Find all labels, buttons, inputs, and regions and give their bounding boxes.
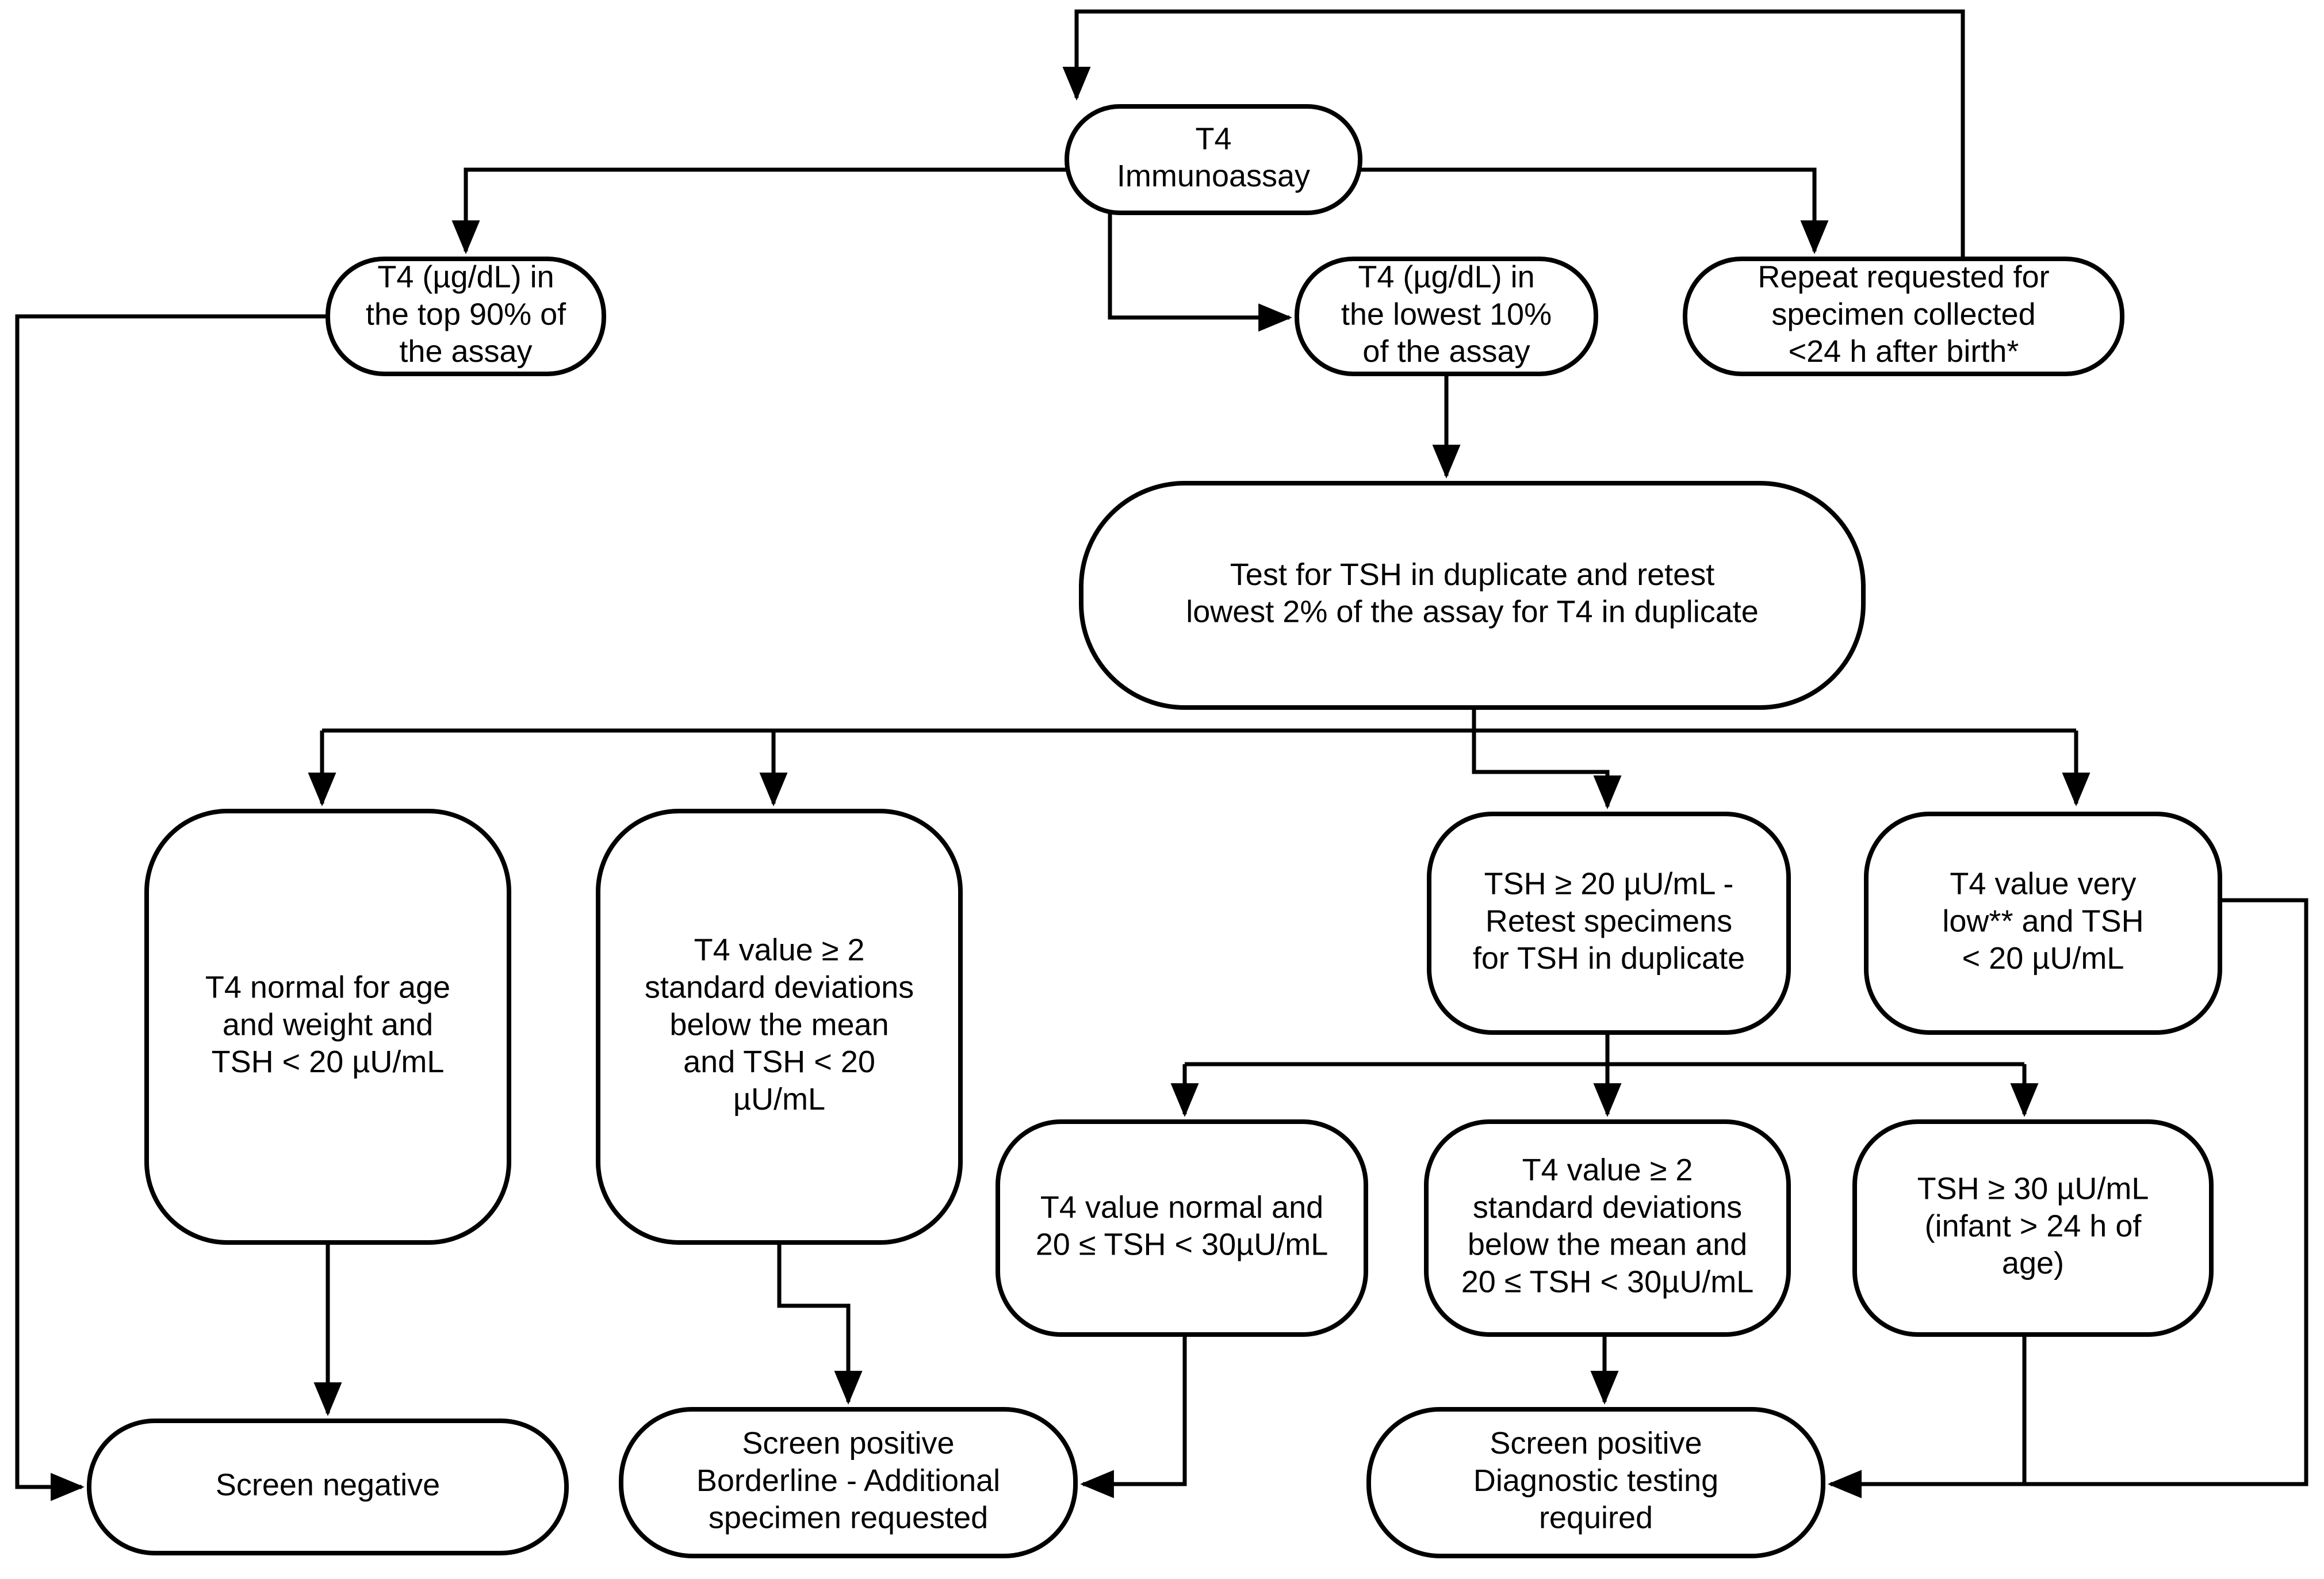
t4-normal-age-weight-node-shape <box>144 809 511 1245</box>
screen-positive-diagnostic-node-shape <box>1366 1407 1825 1558</box>
t4-lowest-10-percent-node-label-line-1: T4 (µg/dL) in <box>1358 259 1534 294</box>
edge-immunoassay-to-top-90 <box>451 167 1067 254</box>
t4-2sd-below-mean-tsh-lt-20-node-label-line-2: standard deviations <box>645 970 914 1004</box>
test-tsh-duplicate-node-shape <box>1079 481 1866 710</box>
edge-repeat-to-immunoassay <box>1062 9 1965 259</box>
t4-top-90-percent-node-label-line-1: T4 (µg/dL) in <box>377 259 554 294</box>
t4-2sd-below-mean-tsh-20-to-30-node-label-line-2: standard deviations <box>1473 1190 1742 1225</box>
edge-immunoassay-to-repeat <box>1360 167 1829 254</box>
repeat-requested-node-label-line-3: <24 h after birth* <box>1789 334 2019 369</box>
edge-layer <box>15 9 2308 1501</box>
t4-normal-tsh-20-to-30-node-shape <box>996 1119 1368 1337</box>
tsh-ge-20-retest-node-label-line-2: Retest specimens <box>1485 904 1732 938</box>
t4-very-low-tsh-lt-20-node-shape <box>1864 812 2222 1035</box>
t4-lowest-10-percent-node-label-line-2: the lowest 10% <box>1341 297 1552 331</box>
edge-top-90-to-screen-negative <box>15 314 328 1501</box>
edge-t4-very-low-to-screen-positive-diagnostic <box>1828 898 2308 1498</box>
t4-top-90-percent-node-label-line-2: the top 90% of <box>366 297 566 331</box>
t4-immunoassay-node-label-line-2: Immunoassay <box>1117 159 1310 193</box>
tsh-ge-30-infant-node-label-line-1: TSH ≥ 30 µU/mL <box>1917 1171 2149 1206</box>
t4-normal-age-weight-node-label-line-2: and weight and <box>223 1007 433 1042</box>
t4-immunoassay-node-shape <box>1065 104 1362 215</box>
test-tsh-duplicate-node-label-line-1: Test for TSH in duplicate and retest <box>1230 557 1714 592</box>
screen-positive-diagnostic-node-label-line-3: required <box>1539 1501 1653 1535</box>
screen-negative-node-label-line-1: Screen negative <box>216 1467 440 1502</box>
edge-immunoassay-to-lowest-10 <box>1108 213 1292 332</box>
t4-2sd-below-mean-tsh-20-to-30-node-label-line-1: T4 value ≥ 2 <box>1522 1153 1693 1187</box>
screen-positive-borderline-node-label-line-2: Borderline - Additional <box>696 1463 1000 1498</box>
repeat-requested-node-label-line-1: Repeat requested for <box>1758 259 2049 294</box>
tsh-ge-20-retest-node-label-line-1: TSH ≥ 20 µU/mL - <box>1484 866 1734 901</box>
screen-positive-borderline-node-shape <box>619 1407 1078 1558</box>
t4-normal-age-weight-node-label-line-1: T4 normal for age <box>205 970 450 1004</box>
t4-normal-tsh-20-to-30-node-label-line-2: 20 ≤ TSH < 30µU/mL <box>1036 1228 1328 1262</box>
tsh-ge-30-infant-node-label-line-2: (infant > 24 h of <box>1925 1209 2142 1243</box>
screen-positive-diagnostic-node-label-line-1: Screen positive <box>1490 1426 1702 1461</box>
t4-2sd-below-mean-tsh-lt-20-node-label-line-4: and TSH < 20 <box>683 1045 875 1079</box>
t4-normal-age-weight-node-label-line-3: TSH < 20 µU/mL <box>212 1045 445 1079</box>
test-tsh-duplicate-node[interactable]: Test for TSH in duplicate and retestlowe… <box>1079 481 1866 710</box>
edge-t4-normal-20-30-to-screen-positive-borderline <box>1080 1335 1187 1498</box>
t4-2sd-below-mean-tsh-20-to-30-node-label-line-3: below the mean and <box>1468 1228 1747 1262</box>
edge-tsh-ge-30-to-screen-positive-diagnostic <box>1828 1335 2027 1498</box>
t4-2sd-below-mean-tsh-20-to-30-node-shape <box>1424 1119 1791 1337</box>
t4-lowest-10-percent-node-label-line-3: of the assay <box>1362 334 1530 369</box>
edge-bus-to-tsh-ge-20 <box>1472 731 1622 809</box>
t4-2sd-below-mean-tsh-lt-20-node-label-line-3: below the mean <box>669 1007 889 1042</box>
screen-positive-borderline-node-label-line-1: Screen positive <box>742 1426 954 1461</box>
screen-positive-borderline-node-label-line-3: specimen requested <box>709 1501 988 1535</box>
tsh-ge-20-retest-node-label-line-3: for TSH in duplicate <box>1473 941 1745 976</box>
tsh-ge-30-infant-node-label-line-3: age) <box>2002 1246 2064 1280</box>
repeat-requested-node-label-line-2: specimen collected <box>1771 297 2035 331</box>
screen-negative-node[interactable]: Screen negative <box>87 1419 569 1555</box>
t4-2sd-below-mean-tsh-lt-20-node-shape <box>596 809 963 1245</box>
tsh-ge-30-infant-node-shape <box>1852 1119 2214 1337</box>
t4-very-low-tsh-lt-20-node-label-line-2: low** and TSH <box>1942 904 2143 938</box>
t4-lowest-10-percent-node-shape <box>1295 257 1598 376</box>
repeat-requested-node-shape <box>1683 257 2124 376</box>
t4-2sd-below-mean-tsh-20-to-30-node-label-line-4: 20 ≤ TSH < 30µU/mL <box>1461 1264 1753 1299</box>
t4-top-90-percent-node-shape <box>326 257 606 376</box>
t4-2sd-below-mean-tsh-lt-20-node-label-line-1: T4 value ≥ 2 <box>694 933 865 968</box>
t4-normal-tsh-20-to-30-node-label-line-1: T4 value normal and <box>1040 1190 1323 1225</box>
test-tsh-duplicate-node-label-line-2: lowest 2% of the assay for T4 in duplica… <box>1186 595 1759 629</box>
t4-very-low-tsh-lt-20-node-label-line-1: T4 value very <box>1950 866 2136 901</box>
tsh-ge-20-retest-node-shape <box>1427 812 1791 1035</box>
screen-positive-diagnostic-node-label-line-2: Diagnostic testing <box>1473 1463 1718 1498</box>
t4-2sd-below-mean-tsh-lt-20-node-label-line-5: µU/mL <box>733 1082 825 1117</box>
t4-top-90-percent-node-label-line-3: the assay <box>399 334 532 369</box>
screen-negative-node-shape <box>87 1419 569 1555</box>
t4-very-low-tsh-lt-20-node-label-line-3: < 20 µU/mL <box>1962 941 2124 976</box>
edge-t4-2sd-to-screen-positive-borderline <box>777 1242 863 1405</box>
t4-immunoassay-node-label-line-1: T4 <box>1195 121 1231 156</box>
